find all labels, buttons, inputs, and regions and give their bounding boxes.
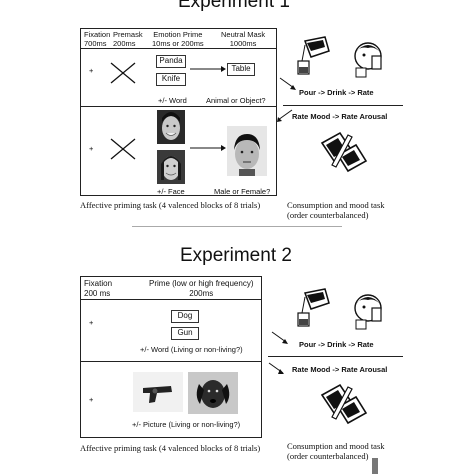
exp1-face-prime-label: +/- Face xyxy=(157,187,185,196)
pitcher-pour-icon xyxy=(297,36,330,75)
exp2-pour-drink-rate: Pour -> Drink -> Rate xyxy=(299,340,374,349)
exp1-word-question: Animal or Object? xyxy=(206,96,266,105)
exp2-word-prime-2: Gun xyxy=(171,327,199,340)
exp2-header-divider xyxy=(80,299,262,300)
pencil-checkbox-icon xyxy=(320,383,368,425)
exp1-header-divider xyxy=(80,48,277,49)
drinking-face-icon xyxy=(354,294,382,330)
exp1-row-divider xyxy=(80,106,277,107)
exp2-right-divider xyxy=(268,356,403,357)
exp1-right-divider xyxy=(283,105,403,106)
experiment-2-title: Experiment 2 xyxy=(180,245,292,266)
exp1-word-prime-label: +/- Word xyxy=(158,96,187,105)
exp2-task-panel xyxy=(80,276,262,438)
exp1-word-prime-1: Panda xyxy=(156,55,186,68)
exp1-premask-x xyxy=(110,62,136,84)
exp1-right-caption: Consumption and mood task(order counterb… xyxy=(287,200,385,220)
exp2-picture-fixation-cross: + xyxy=(89,395,94,404)
exp1-task-panel xyxy=(80,28,277,196)
pencil-checkbox-icon xyxy=(320,131,368,173)
exp1-face-fixation-cross: + xyxy=(89,144,94,153)
exp2-picture-prime-label: +/- Picture (Living or non-living?) xyxy=(132,420,241,429)
exp1-arrow-pour xyxy=(279,77,296,90)
exp1-face-photo-2 xyxy=(157,150,185,184)
exp2-right-caption: Consumption and mood task(order counterb… xyxy=(287,441,385,461)
exp1-word-arrow xyxy=(190,66,226,72)
exp2-arrow-pour xyxy=(271,331,288,344)
exp1-rate-mood: Rate Mood -> Rate Arousal xyxy=(292,112,388,121)
exp2-word-prime-1: Dog xyxy=(171,310,199,323)
drinking-face-icon xyxy=(354,42,382,78)
exp1-face-premask-x xyxy=(110,138,136,160)
exp2-rate-mood: Rate Mood -> Rate Arousal xyxy=(292,365,388,374)
exp2-dog-photo xyxy=(188,372,238,414)
exp2-scroll-marker xyxy=(372,458,378,474)
exp1-pour-drink-rate: Pour -> Drink -> Rate xyxy=(299,88,374,97)
exp2-left-caption: Affective priming task (4 valenced block… xyxy=(80,443,261,453)
exp2-fixation-cross: + xyxy=(89,318,94,327)
exp1-face-photo-1 xyxy=(157,110,185,144)
exp2-row-divider xyxy=(80,361,262,362)
exp2-gun-photo xyxy=(133,372,183,412)
exp1-arrow-rate xyxy=(277,109,293,122)
exp1-word-target: Table xyxy=(227,63,255,76)
exp1-left-caption: Affective priming task (4 valenced block… xyxy=(80,200,261,210)
exp1-caption-underline xyxy=(132,226,342,227)
exp1-face-arrow xyxy=(190,145,226,151)
exp1-word-prime-2: Knife xyxy=(156,73,186,86)
exp1-fixation-cross: + xyxy=(89,66,94,75)
pitcher-pour-icon xyxy=(297,288,330,327)
exp2-arrow-rate xyxy=(268,362,284,374)
exp2-word-prime-label: +/- Word (Living or non-living?) xyxy=(140,345,243,354)
experiment-1-title: Experiment 1 xyxy=(178,0,290,12)
exp2-header-prime: Prime (low or high frequency)200ms xyxy=(149,279,254,298)
exp1-target-face-photo xyxy=(227,126,267,176)
exp1-face-question: Male or Female? xyxy=(214,187,271,196)
